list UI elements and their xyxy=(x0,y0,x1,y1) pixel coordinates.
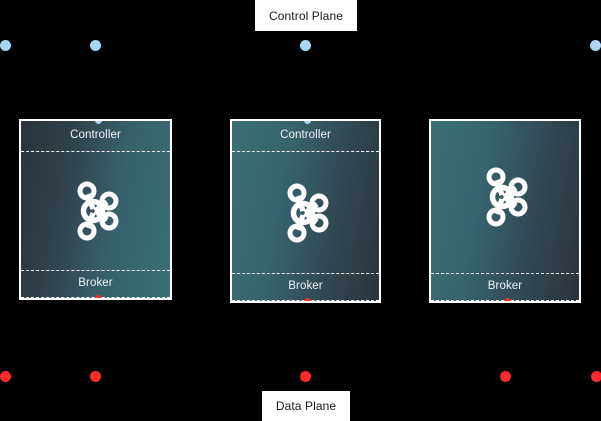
control-plane-endpoint-dot-3 xyxy=(300,40,311,51)
node-1-controller-label: Controller xyxy=(70,129,121,142)
node-1-body: Controller Broker xyxy=(21,121,170,298)
broker-node-1[interactable]: Controller Broker xyxy=(19,119,172,300)
node-3-broker-label: Broker xyxy=(487,280,523,293)
node-2-data-plane-connector-dot xyxy=(304,298,311,301)
kafka-logo-icon xyxy=(287,183,328,242)
data-plane-endpoint-dot-3 xyxy=(300,371,311,382)
node-1-broker-label: Broker xyxy=(78,277,113,290)
kafka-logo-icon xyxy=(486,167,528,227)
node-1-logo-section xyxy=(21,152,170,270)
node-2-control-plane-connector-dot xyxy=(304,121,311,124)
node-2-controller-section: Controller xyxy=(232,121,379,152)
node-3-data-plane-connector-dot xyxy=(504,298,511,301)
control-plane-endpoint-dot-1 xyxy=(0,40,11,51)
node-2-controller-label: Controller xyxy=(280,129,331,142)
node-1-data-plane-connector-dot xyxy=(95,295,102,298)
node-2-logo-section xyxy=(232,152,379,273)
control-plane-endpoint-dot-2 xyxy=(90,40,101,51)
broker-node-2[interactable]: Controller Broker xyxy=(230,119,381,303)
node-1-control-plane-connector-dot xyxy=(95,121,102,124)
node-2-broker-label: Broker xyxy=(288,280,323,293)
data-plane-endpoint-dot-4 xyxy=(500,371,511,382)
node-3-broker-section: Broker xyxy=(431,273,579,301)
data-plane-label: Data Plane xyxy=(262,391,350,421)
kafka-logo-icon xyxy=(77,181,118,241)
node-1-controller-section: Controller xyxy=(21,121,170,152)
node-2-body: Controller Broker xyxy=(232,121,379,301)
broker-node-3[interactable]: Broker xyxy=(429,119,581,303)
data-plane-endpoint-dot-5 xyxy=(591,371,601,382)
control-plane-label: Control Plane xyxy=(255,0,357,31)
node-3-body: Broker xyxy=(431,121,579,301)
node-1-broker-section: Broker xyxy=(21,270,170,298)
data-plane-endpoint-dot-2 xyxy=(90,371,101,382)
data-plane-endpoint-dot-1 xyxy=(0,371,11,382)
node-2-broker-section: Broker xyxy=(232,273,379,301)
control-plane-endpoint-dot-4 xyxy=(590,40,601,51)
node-3-logo-section xyxy=(431,121,579,273)
